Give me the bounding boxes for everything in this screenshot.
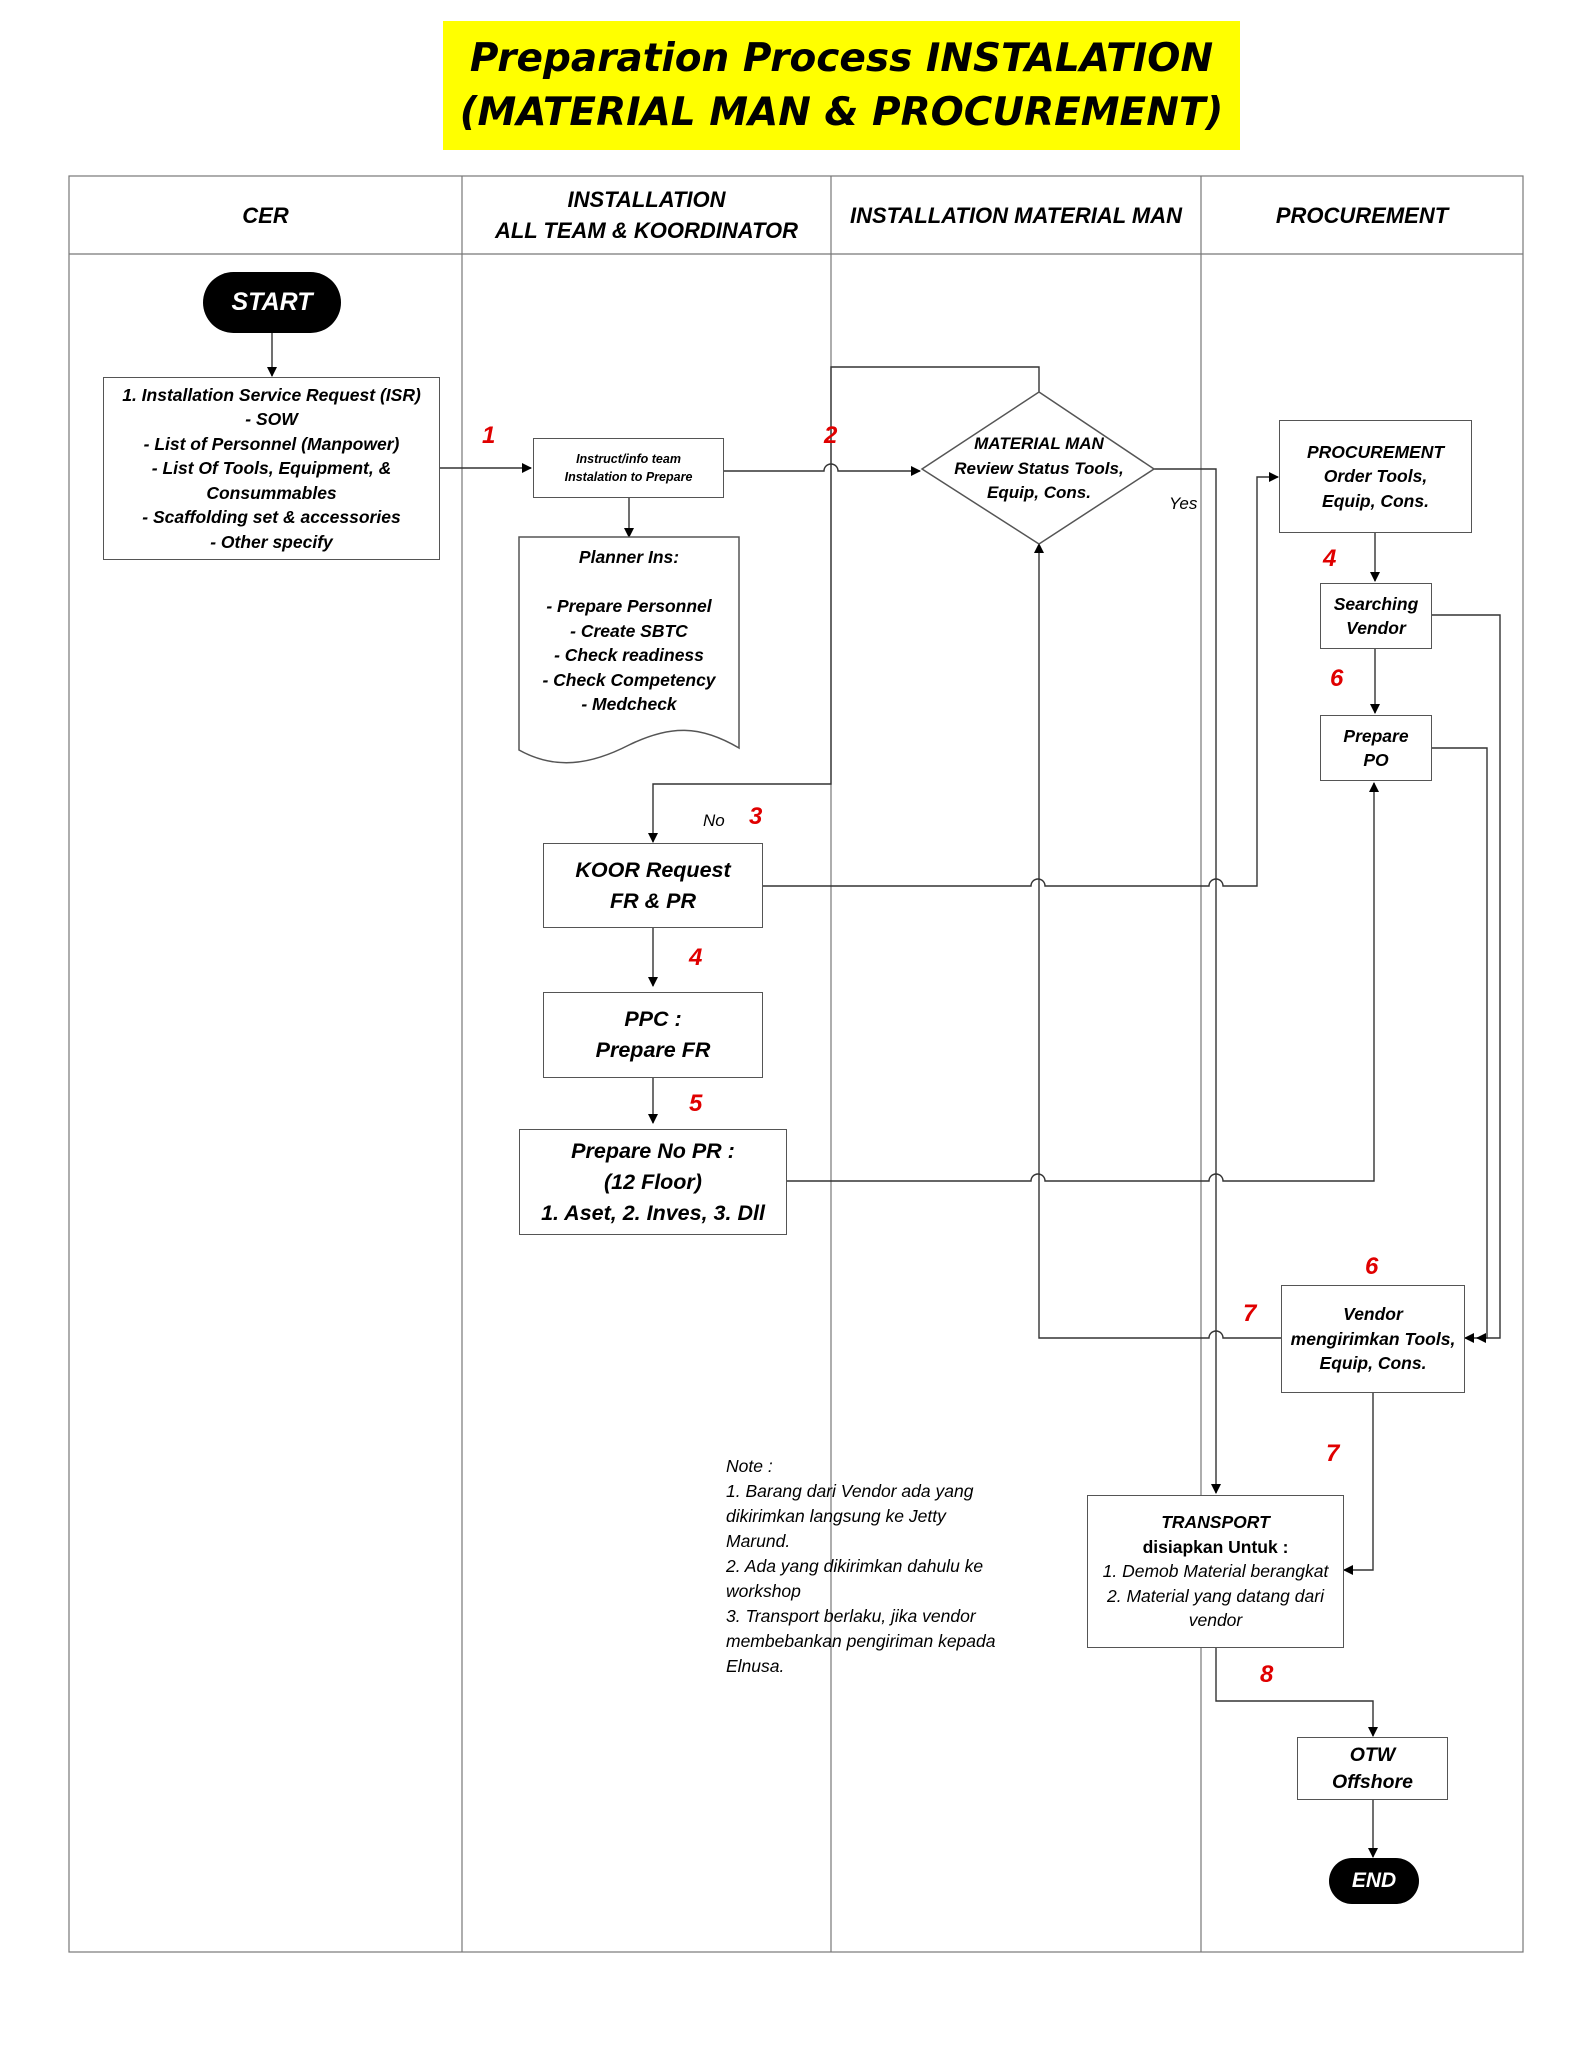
step-number: 4: [1323, 545, 1337, 572]
proc-order-line: Order Tools,: [1323, 466, 1428, 487]
lane-header-installation: INSTALLATION ALL TEAM & KOORDINATOR: [462, 176, 831, 254]
isr-line: - Scaffolding set & accessories: [142, 507, 401, 528]
no-label: No: [703, 811, 725, 830]
koor-line: KOOR Request: [575, 857, 731, 882]
koor-line: FR & PR: [610, 888, 696, 913]
procurement-order-box: PROCUREMENT Order Tools, Equip, Cons.: [1279, 420, 1472, 533]
title-line-2: (MATERIAL MAN & PROCUREMENT): [459, 89, 1224, 135]
end-terminal: END: [1329, 1858, 1419, 1904]
ppc-box: PPC : Prepare FR: [543, 992, 763, 1078]
transport-line: disiapkan Untuk :: [1142, 1536, 1289, 1557]
review-diamond-text: MATERIAL MAN Review Status Tools, Equip,…: [940, 432, 1138, 506]
note-line: 1. Barang dari Vendor ada yang: [726, 1481, 974, 1501]
note-line: dikirimkan langsung ke Jetty: [726, 1506, 946, 1526]
prepare-no-pr-box: Prepare No PR : (12 Floor) 1. Aset, 2. I…: [519, 1129, 787, 1235]
ppc-line: PPC :: [624, 1007, 682, 1031]
transport-line: 2. Material yang datang dari: [1107, 1585, 1324, 1606]
step-number: 6: [1330, 665, 1344, 692]
review-line: Review Status Tools,: [954, 458, 1124, 478]
transport-line: vendor: [1188, 1610, 1243, 1631]
note-line: 2. Ada yang dikirimkan dahulu ke: [726, 1556, 984, 1576]
po-line: Prepare: [1343, 725, 1409, 746]
step-number: 5: [689, 1090, 703, 1117]
planner-line: - Prepare Personnel: [546, 596, 712, 616]
step-number: 1: [482, 422, 496, 449]
start-terminal: START: [203, 272, 341, 333]
connector-lines: [267, 333, 1501, 1858]
step-number: 7: [1326, 1440, 1340, 1467]
note-line: Elnusa.: [726, 1656, 785, 1676]
review-diamond: [920, 391, 1156, 545]
step-number: 6: [1365, 1253, 1379, 1280]
planner-line: - Check Competency: [542, 669, 716, 690]
vendor-line: Vendor: [1343, 1304, 1403, 1325]
step-number: 8: [1260, 1661, 1274, 1688]
lane-header-procurement: PROCUREMENT: [1201, 176, 1523, 254]
lane-header-text: INSTALLATION MATERIAL MAN: [850, 202, 1182, 228]
isr-line: 1. Installation Service Request (ISR): [122, 384, 421, 405]
note-text: Note : 1. Barang dari Vendor ada yang di…: [726, 1454, 1036, 1679]
vendor-line: Equip, Cons.: [1319, 1353, 1427, 1374]
note-line: Note :: [726, 1456, 773, 1476]
planner-line: - Create SBTC: [570, 620, 688, 641]
vendor-box: Vendor mengirimkan Tools, Equip, Cons.: [1281, 1285, 1465, 1393]
po-line: PO: [1363, 750, 1389, 770]
isr-line: - List of Personnel (Manpower): [143, 433, 400, 454]
planner-document: Planner Ins: - Prepare Personnel - Creat…: [519, 545, 739, 717]
isr-line: - SOW: [245, 409, 298, 430]
review-line: MATERIAL MAN: [974, 434, 1104, 453]
searching-vendor-box: Searching Vendor: [1320, 583, 1432, 649]
lane-header-text: ALL TEAM & KOORDINATOR: [494, 218, 799, 243]
note-line: workshop: [726, 1581, 801, 1601]
search-line: Searching: [1333, 593, 1419, 614]
proc-order-line: PROCUREMENT: [1306, 441, 1445, 462]
lane-header-text: PROCUREMENT: [1275, 202, 1449, 228]
end-label: END: [1351, 1869, 1397, 1892]
lane-header-cer: CER: [69, 176, 462, 254]
step-number: 4: [689, 944, 703, 971]
note-line: 3. Transport berlaku, jika vendor: [726, 1606, 976, 1626]
transport-box: TRANSPORT disiapkan Untuk : 1. Demob Mat…: [1087, 1495, 1344, 1648]
title-line-1: Preparation Process INSTALATION: [469, 35, 1214, 81]
step-number: 2: [824, 422, 838, 449]
prno-line: Prepare No PR :: [571, 1138, 735, 1163]
isr-box: 1. Installation Service Request (ISR) - …: [103, 377, 440, 560]
yes-label: Yes: [1169, 494, 1198, 513]
title-banner: Preparation Process INSTALATION (MATERIA…: [443, 21, 1240, 150]
prno-line: 1. Aset, 2. Inves, 3. Dll: [541, 1200, 765, 1225]
planner-line: - Medcheck: [581, 694, 677, 714]
otw-line: OTW: [1349, 1743, 1396, 1766]
otw-line: Offshore: [1332, 1770, 1413, 1793]
instruct-line: Instalation to Prepare: [564, 470, 693, 484]
planner-line: Planner Ins:: [578, 547, 680, 567]
lane-header-text: INSTALLATION: [567, 187, 726, 212]
koor-request-box: KOOR Request FR & PR: [543, 843, 763, 928]
search-line: Vendor: [1346, 618, 1406, 638]
lane-header-text: CER: [242, 202, 289, 228]
note-line: membebankan pengiriman kepada: [726, 1631, 996, 1651]
transport-line: 1. Demob Material berangkat: [1102, 1561, 1329, 1582]
vendor-line: mengirimkan Tools,: [1290, 1328, 1456, 1349]
prno-line: (12 Floor): [604, 1169, 702, 1194]
planner-document-shape: [518, 536, 740, 764]
review-line: Equip, Cons.: [987, 483, 1091, 502]
instruct-box: Instruct/info team Instalation to Prepar…: [533, 438, 724, 498]
start-label: START: [231, 288, 313, 316]
step-number: 3: [749, 803, 763, 830]
isr-line: - Other specify: [210, 531, 333, 552]
planner-line: - Check readiness: [554, 645, 704, 665]
ppc-line: Prepare FR: [595, 1038, 711, 1062]
proc-order-line: Equip, Cons.: [1322, 490, 1429, 511]
transport-line: TRANSPORT: [1161, 1512, 1270, 1533]
lane-header-material-man: INSTALLATION MATERIAL MAN: [831, 176, 1201, 254]
prepare-po-box: Prepare PO: [1320, 715, 1432, 781]
note-line: Marund.: [726, 1531, 791, 1551]
isr-line: - List Of Tools, Equipment, &: [151, 458, 392, 479]
instruct-line: Instruct/info team: [576, 452, 681, 466]
otw-offshore-box: OTW Offshore: [1297, 1737, 1448, 1800]
isr-line: Consummables: [206, 482, 337, 503]
step-number: 7: [1243, 1300, 1257, 1327]
